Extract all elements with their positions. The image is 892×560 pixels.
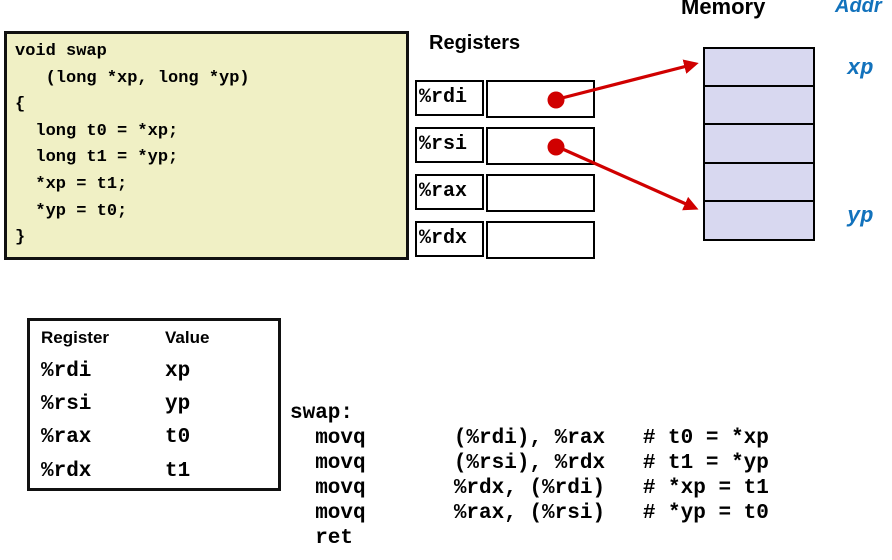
table-cell-register: %rax [41,426,92,450]
table-header-value: Value [165,327,210,347]
register-row: %rax [415,174,595,212]
registers-title: Registers [429,32,521,54]
register-value-cell [485,221,595,259]
table-cell-register: %rdx [41,459,92,483]
memory-cell [705,87,813,126]
xp-address-label: xp [847,56,874,81]
memory-cell [705,125,813,164]
registers-list: %rdi %rsi %rax %rdx [415,80,595,268]
memory-cell [705,49,813,88]
register-row: %rsi [415,127,595,165]
register-name-cell: %rax [415,174,484,210]
register-name-cell: %rdi [415,80,484,116]
memory-title: Memory [681,0,766,19]
register-value-cell [485,127,595,165]
c-source-code-text: void swap (long *xp, long *yp) { long t0… [15,42,250,248]
table-cell-value: xp [165,359,191,383]
yp-address-label: yp [847,204,874,229]
register-value-cell [485,80,595,118]
register-row: %rdx [415,221,595,259]
register-value-cell [485,174,595,212]
register-row: %rdi [415,80,595,118]
assembly-code-text: swap: movq (%rdi), %rax # t0 = *xp movq … [290,402,769,550]
memory-cell [705,202,813,238]
register-name-cell: %rsi [415,127,484,163]
table-cell-register: %rdi [41,359,92,383]
memory-block [703,47,815,241]
table-cell-register: %rsi [41,392,92,416]
table-cell-value: t0 [165,426,191,450]
addr-column-label: Addr [835,0,882,17]
table-cell-value: t1 [165,459,191,483]
c-source-code-box: void swap (long *xp, long *yp) { long t0… [4,31,409,260]
register-name-cell: %rdx [415,221,484,257]
table-header-register: Register [41,327,110,347]
register-value-table: Register Value %rdi xp %rsi yp %rax t0 %… [27,318,281,491]
table-cell-value: yp [165,392,191,416]
memory-cell [705,164,813,202]
